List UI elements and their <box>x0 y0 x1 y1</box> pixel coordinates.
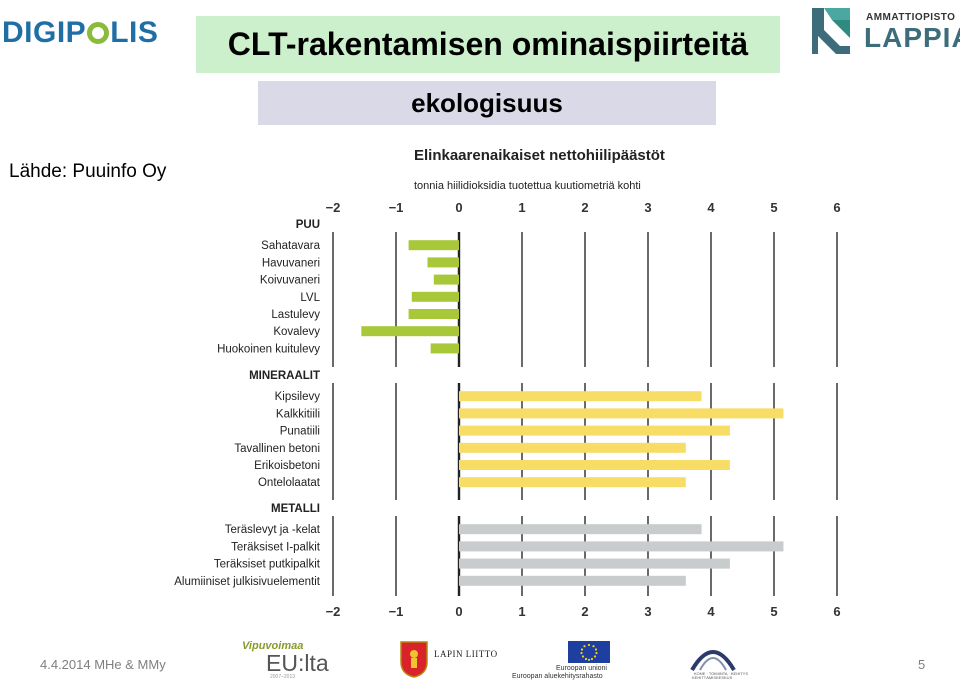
category-label: Sahatavara <box>261 240 320 252</box>
arch-icon <box>690 650 736 672</box>
lappia-logo-line2: LAPPIA <box>864 22 960 53</box>
tick-label-top: 2 <box>581 200 588 215</box>
category-label: Kalkkitiili <box>276 408 320 420</box>
chart-subtitle: tonnia hiilidioksidia tuotettua kuutiome… <box>414 180 641 192</box>
group-gap <box>330 367 850 383</box>
category-label: Teräksiset I-palkit <box>231 541 321 553</box>
tick-label-top: 3 <box>644 200 651 215</box>
group-gap <box>330 500 850 516</box>
bar <box>361 326 459 337</box>
category-label: Tavallinen betoni <box>234 443 320 455</box>
lapin-liitto-text: LAPIN LIITTO <box>434 649 498 659</box>
eulta-text: EU:lta <box>266 650 329 676</box>
tick-label-bottom: −1 <box>389 604 404 619</box>
bar <box>459 425 730 436</box>
eu-logo: Euroopan unioni Euroopan aluekehitysraha… <box>508 641 618 681</box>
category-label: Havuvaneri <box>262 257 320 269</box>
lappia-logo-line1: AMMATTIOPISTO <box>866 12 956 23</box>
vipuvoimaa-eulta-logo: Vipuvoimaa EU:lta 2007–2013 <box>240 640 340 680</box>
ktk-text-line1: KONE · TOIMINTA · KEHITYS <box>694 671 749 676</box>
group-label: METALLI <box>271 503 320 515</box>
bar <box>433 274 459 285</box>
bar <box>430 343 459 354</box>
tick-label-top: 0 <box>455 200 462 215</box>
bar <box>459 477 686 488</box>
bar <box>459 558 730 569</box>
category-label: Kovalevy <box>273 326 320 338</box>
digipolis-logo: DIGIP LIS <box>2 16 158 50</box>
group-gap <box>330 216 850 232</box>
category-label: LVL <box>300 292 320 304</box>
bar <box>408 309 459 319</box>
lappia-logo: AMMATTIOPISTO LAPPIA <box>808 6 960 62</box>
category-label: Punatiili <box>280 426 320 438</box>
category-label: Erikoisbetoni <box>254 460 320 472</box>
slide-title: CLT-rakentamisen ominaispiirteitä <box>227 26 749 62</box>
vipuvoimaa-text: Vipuvoimaa <box>242 640 304 652</box>
bar <box>411 291 459 302</box>
category-label: Teräksiset putkipalkit <box>214 559 321 571</box>
years-text: 2007–2013 <box>270 674 296 680</box>
bar <box>459 442 686 453</box>
emissions-chart: Elinkaarenaikaiset nettohiilipäästöt tonn… <box>174 147 850 619</box>
tick-label-top: −1 <box>389 200 404 215</box>
tick-label-top: 5 <box>770 200 777 215</box>
page-number: 5 <box>918 657 926 672</box>
category-label: Kipsilevy <box>275 391 321 403</box>
subtitle-banner: ekologisuus <box>258 81 716 125</box>
tick-label-bottom: 3 <box>644 604 651 619</box>
bar <box>459 575 686 586</box>
bar <box>459 460 730 470</box>
ktk-text-line2: KEHITTÄMISKESKUS <box>692 675 733 680</box>
tick-label-bottom: 1 <box>518 604 525 619</box>
logo-text-end: LIS <box>110 16 159 49</box>
category-label: Huokoinen kuitulevy <box>217 343 320 355</box>
tick-label-bottom: 6 <box>833 604 840 619</box>
eu-text-line1: Euroopan unioni <box>556 665 607 672</box>
tick-label-bottom: 4 <box>707 604 715 619</box>
source-note: Lähde: Puuinfo Oy <box>9 161 167 182</box>
title-banner: CLT-rakentamisen ominaispiirteitä <box>196 16 780 73</box>
chart-title: Elinkaarenaikaiset nettohiilipäästöt <box>414 147 665 164</box>
category-label: Koivuvaneri <box>260 275 320 287</box>
ktk-logo: KONE · TOIMINTA · KEHITYS KEHITTÄMISKESK… <box>688 640 748 680</box>
tick-label-bottom: −2 <box>326 604 341 619</box>
bar <box>459 391 702 402</box>
category-label: Lastulevy <box>271 309 320 321</box>
category-label: Teräslevyt ja -kelat <box>225 524 321 536</box>
slide-subtitle: ekologisuus <box>411 87 563 118</box>
tick-label-top: 1 <box>518 200 525 215</box>
tick-label-bottom: 2 <box>581 604 588 619</box>
group-label: MINERAALIT <box>249 370 320 382</box>
bar <box>408 240 459 251</box>
tick-label-top: −2 <box>326 200 341 215</box>
tick-label-top: 6 <box>833 200 840 215</box>
bar <box>459 541 784 552</box>
bar <box>427 257 459 268</box>
bar <box>459 524 702 535</box>
lappia-mark-icon <box>812 8 850 54</box>
coat-of-arms-icon <box>400 641 428 678</box>
footer-date: 4.4.2014 MHe & MMy <box>40 657 166 672</box>
tick-label-top: 4 <box>707 200 715 215</box>
bar <box>459 408 784 419</box>
category-label: Alumiiniset julkisivuelementit <box>174 576 321 588</box>
logo-ring-icon <box>87 22 110 44</box>
eu-text-line2: Euroopan aluekehitysrahasto <box>512 673 603 680</box>
logo-text-start: DIGIP <box>2 16 87 49</box>
eu-flag-icon <box>568 641 610 663</box>
tick-label-bottom: 0 <box>455 604 462 619</box>
tick-label-bottom: 5 <box>770 604 777 619</box>
group-label: PUU <box>296 219 320 231</box>
lapin-liitto-logo: LAPIN LIITTO <box>400 640 510 682</box>
category-label: Ontelolaatat <box>258 477 321 489</box>
